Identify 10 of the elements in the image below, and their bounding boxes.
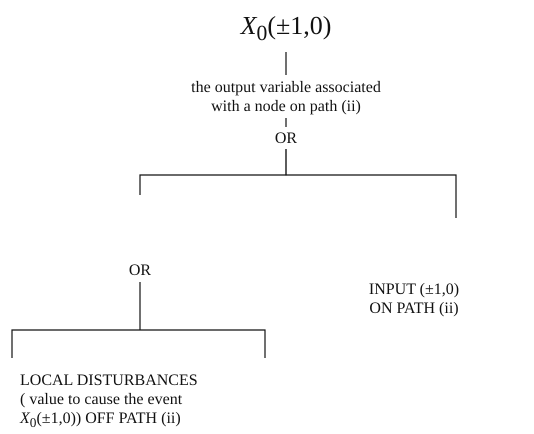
gate-label: OR [274,128,298,148]
tree-connector [285,118,287,127]
node-text: INPUT (±1,0) ON PATH (ii) [368,280,460,318]
node-text: LOCAL DISTURBANCES ( value to cause the event X$_{0}$(±1,0)) OFF PATH (ii) [20,370,199,432]
tree-connector [11,281,266,359]
node-text: the output variable associated with a node on path (ii) [190,78,382,116]
formula-label: X$_{0}$(±1,0) [240,10,332,48]
tree-connector [285,52,287,75]
tree-connector [285,149,457,218]
gate-label: OR [128,261,152,280]
